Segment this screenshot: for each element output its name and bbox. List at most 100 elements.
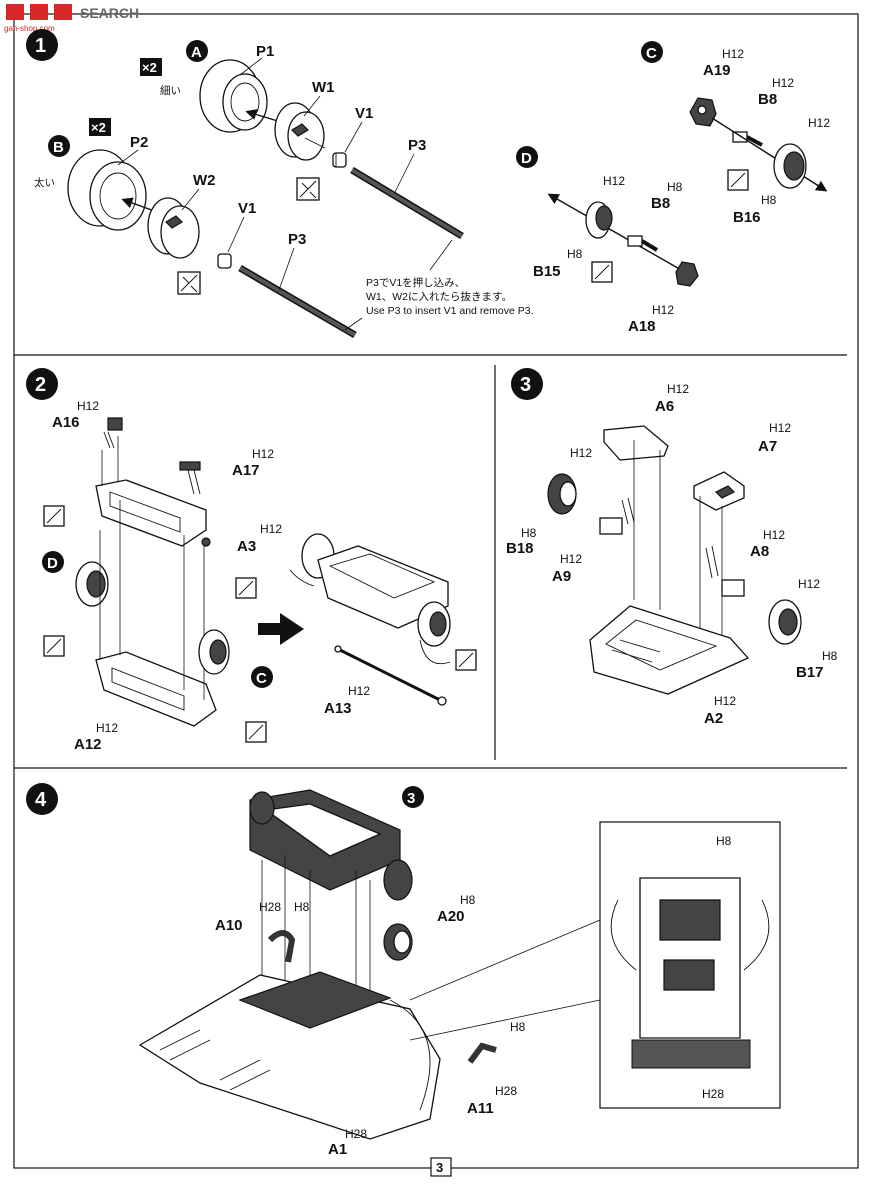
duct-a10 <box>267 930 296 963</box>
hcode-a17: H12 <box>252 447 274 461</box>
times2-a-text: ×2 <box>142 60 157 75</box>
page-number: 3 <box>436 1160 443 1175</box>
hcode-a2: H12 <box>714 694 736 708</box>
hcode-a20: H8 <box>460 893 476 907</box>
watermark-sub: gan-shop.com <box>4 24 55 33</box>
step2-hub-d <box>75 561 109 607</box>
detail-drawing <box>610 877 770 1069</box>
part-b15: B15 <box>533 263 561 280</box>
cement-icon-7 <box>235 577 257 599</box>
hcode-a13: H12 <box>348 684 370 698</box>
cement-icon-5 <box>43 505 65 527</box>
part-p3-top: P3 <box>408 137 426 154</box>
step4-ref-label: 3 <box>407 790 415 807</box>
part-b8-c: B8 <box>758 91 777 108</box>
instruction-en: Use P3 to insert V1 and remove P3. <box>366 305 534 317</box>
part-b17: B17 <box>796 664 824 681</box>
step2-sub-d-label: D <box>47 555 58 572</box>
bracket-a7 <box>693 471 745 650</box>
hcode-b18-8: H8 <box>521 526 537 540</box>
part-v1-bottom: V1 <box>238 200 256 217</box>
body-a1 <box>138 971 441 1140</box>
step-3: 3 H12 A6 H12 A7 H12 H8 B18 H12 A9 H12 <box>506 368 838 727</box>
hcode-a6: H12 <box>667 382 689 396</box>
part-p2: P2 <box>130 134 148 151</box>
part-a16: A16 <box>52 414 80 431</box>
hub-b18 <box>547 473 577 515</box>
insert-v1-top <box>332 152 347 168</box>
hcode-b15-8: H8 <box>567 247 583 261</box>
hcode-a8: H12 <box>763 528 785 542</box>
wheel-w2 <box>147 197 200 259</box>
hub-b16 <box>773 143 807 189</box>
hcode-a7: H12 <box>769 421 791 435</box>
frame-a2 <box>589 605 750 695</box>
shock-a17 <box>179 461 201 495</box>
hcode-b16-8: H8 <box>761 193 777 207</box>
hcode-b8-c: H12 <box>772 76 794 90</box>
step-1: 1 A ×2 細い P1 W1 V1 <box>26 29 830 339</box>
step-4: 4 3 H28 H8 A10 H8 A20 <box>26 783 781 1158</box>
sub-d-badge <box>516 146 538 168</box>
part-p1: P1 <box>256 43 274 60</box>
step-1-badge <box>26 29 58 61</box>
tire-p1 <box>199 59 268 133</box>
hcode-a10-28: H28 <box>259 900 281 914</box>
cement-icon-4 <box>591 261 613 283</box>
hcode-detail-28: H28 <box>702 1087 724 1101</box>
hcode-a16: H12 <box>77 399 99 413</box>
hcode-a10-8: H8 <box>294 900 310 914</box>
times2-b-text: ×2 <box>91 120 106 135</box>
hcode-a12: H12 <box>96 721 118 735</box>
cement-icon-2 <box>177 271 201 295</box>
part-a3: A3 <box>237 538 256 555</box>
part-w1: W1 <box>312 79 335 96</box>
part-a6: A6 <box>655 398 674 415</box>
part-b16: B16 <box>733 209 761 226</box>
sub-c-label: C <box>646 45 657 62</box>
watermark-text: SEARCH <box>80 5 139 21</box>
part-a1: A1 <box>328 1141 347 1158</box>
knuckle-a19 <box>689 97 717 127</box>
instruction-ja-1: P3でV1を押し込み、 <box>366 276 465 289</box>
part-a8: A8 <box>750 543 769 560</box>
sub-b-label: B <box>53 139 64 156</box>
part-a7: A7 <box>758 438 777 455</box>
hub-b15 <box>585 201 613 239</box>
cement-icon-3 <box>727 169 749 191</box>
shock-a8 <box>705 545 745 597</box>
subframe-lower <box>95 500 217 727</box>
sub-d-label: D <box>521 150 532 167</box>
part-a9: A9 <box>552 568 571 585</box>
times2-a-icon <box>140 58 162 76</box>
shock-a16 <box>103 417 123 449</box>
cement-icon-8 <box>245 721 267 743</box>
part-a2: A2 <box>704 710 723 727</box>
part-v1-top: V1 <box>355 105 373 122</box>
instruction-ja-2: W1、W2に入れたら抜きます。 <box>366 290 512 303</box>
hcode-a11-28: H28 <box>495 1084 517 1098</box>
assembly-arrow-icon <box>258 613 304 645</box>
part-a12: A12 <box>74 736 102 753</box>
hcode-a18: H12 <box>652 303 674 317</box>
cement-icon-1 <box>296 177 320 201</box>
part-a13: A13 <box>324 700 352 717</box>
shock-a9 <box>599 497 635 535</box>
hcode-a1: H28 <box>345 1127 367 1141</box>
part-a18: A18 <box>628 318 656 335</box>
thick-note: 太い <box>34 176 55 189</box>
bolt-b8-d <box>627 235 659 252</box>
hcode-b8-d: H8 <box>667 180 683 194</box>
cement-icon-9 <box>455 649 477 671</box>
step4-ref-badge <box>402 786 424 808</box>
thin-note: 細い <box>160 84 181 97</box>
rod-a13 <box>334 639 451 706</box>
step2-sub-c-label: C <box>256 670 267 687</box>
step-4-badge <box>26 783 58 815</box>
knuckle-a18 <box>675 261 699 287</box>
sub-c-badge <box>641 41 663 63</box>
hcode-b17-8: H8 <box>822 649 838 663</box>
step2-hub-c <box>198 629 230 675</box>
